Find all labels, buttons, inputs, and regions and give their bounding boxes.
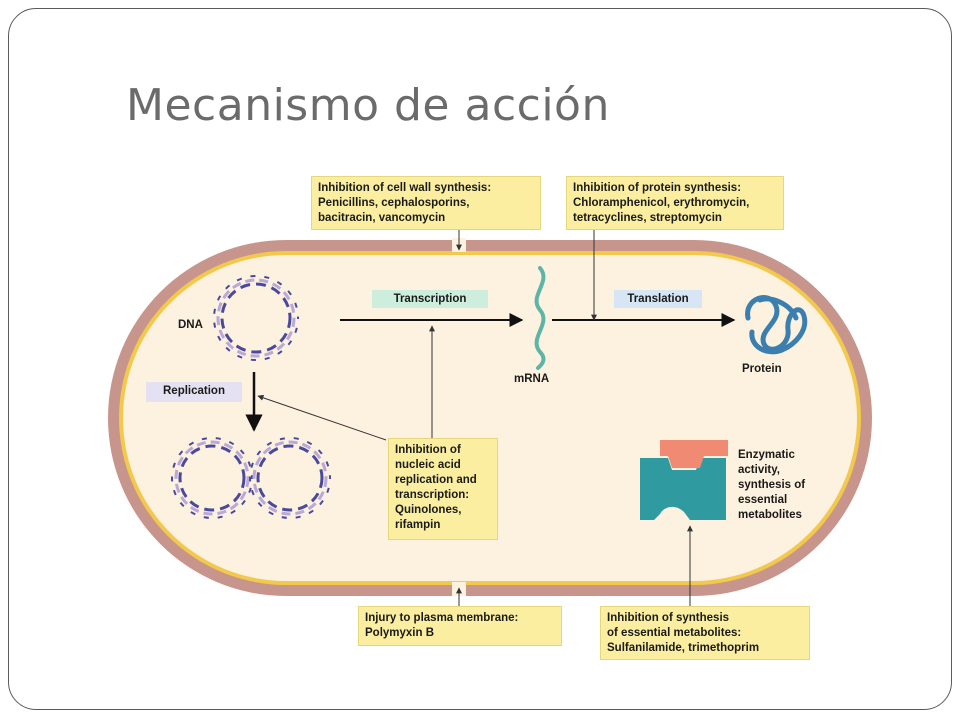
label-dna: DNA xyxy=(178,319,203,331)
pointer-replication xyxy=(257,394,387,441)
callout-nucleic-acid-replication: Inhibition of nucleic acid replication a… xyxy=(388,438,498,540)
callout-cell-wall-synthesis: Inhibition of cell wall synthesis: Penic… xyxy=(311,176,541,230)
tag-transcription: Transcription xyxy=(372,290,488,308)
slide-title: Mecanismo de acción xyxy=(126,80,610,131)
label-enzymatic-activity: Enzymatic activity, synthesis of essenti… xyxy=(738,449,806,521)
label-mrna: mRNA xyxy=(514,373,550,385)
label-protein: Protein xyxy=(742,363,782,375)
replicated-dna-right-icon xyxy=(249,437,331,519)
replicated-dna-left-icon xyxy=(171,437,253,519)
tag-translation: Translation xyxy=(614,290,702,308)
protein-icon xyxy=(745,295,808,355)
callout-plasma-membrane: Injury to plasma membrane: Polymyxin B xyxy=(358,606,562,646)
tag-replication: Replication xyxy=(146,382,242,402)
callout-protein-synthesis: Inhibition of protein synthesis: Chloram… xyxy=(566,176,784,230)
enzyme-icon xyxy=(640,440,728,520)
dna-circle-icon xyxy=(213,275,299,361)
callout-essential-metabolites: Inhibition of synthesis of essential met… xyxy=(600,606,810,660)
mrna-icon xyxy=(534,266,546,370)
